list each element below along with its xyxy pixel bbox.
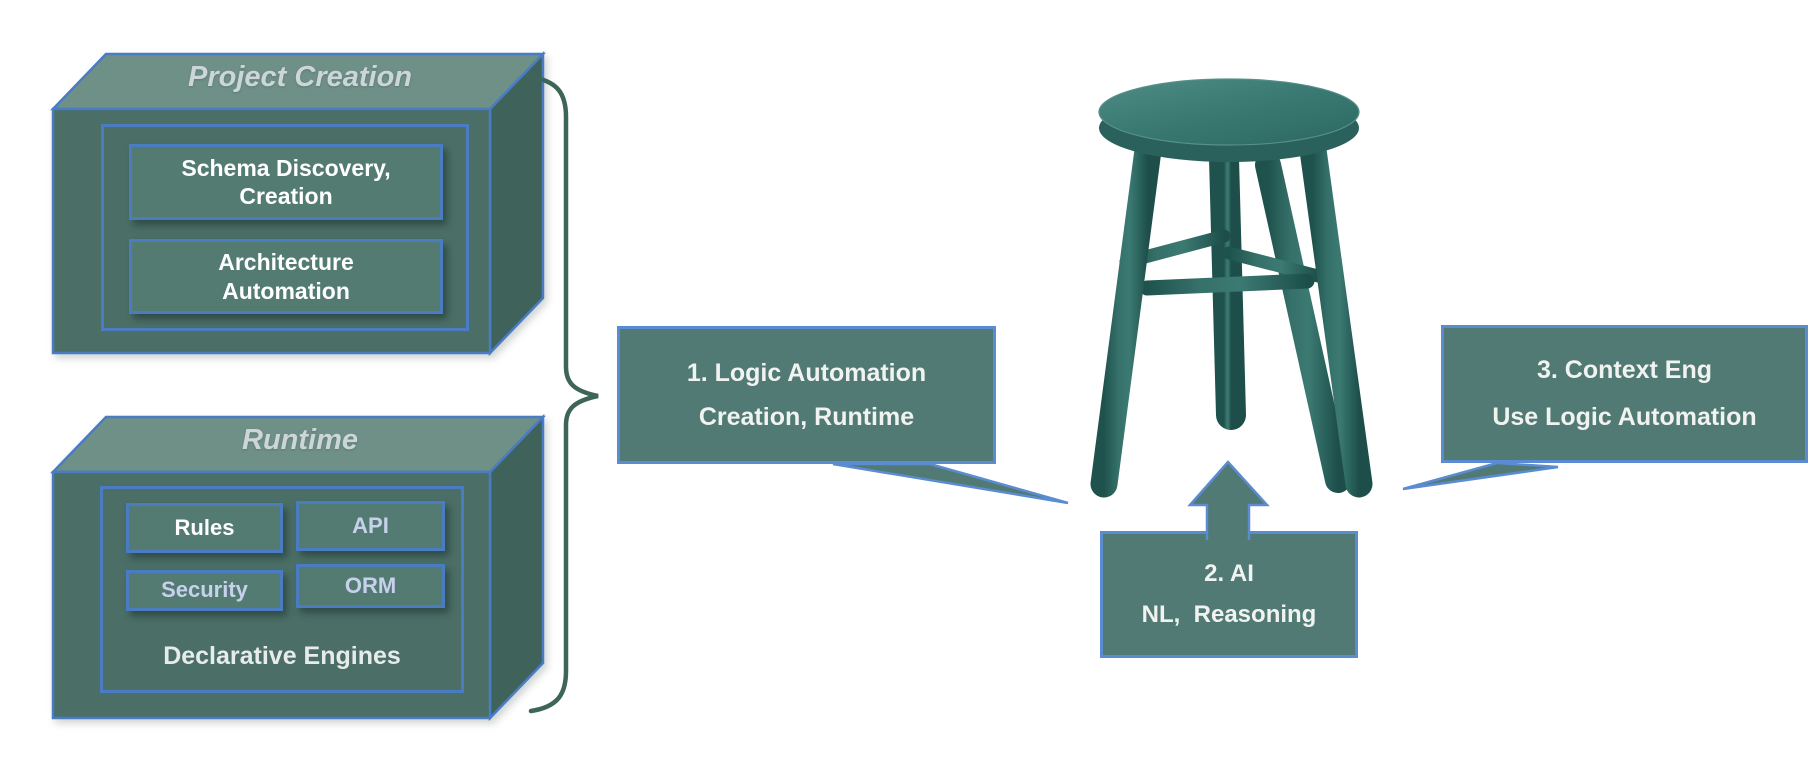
callout-2-line2: NL, Reasoning [1141, 601, 1317, 628]
architecture-line2: Automation [222, 277, 350, 304]
callout-1-line2: Creation, Runtime [698, 402, 915, 431]
callout-3-line1: 3. Context Eng [1536, 356, 1712, 384]
runtime-title: Runtime [242, 423, 358, 456]
security-cell: Security [126, 570, 283, 611]
stool-front-right-leg [1299, 136, 1373, 498]
right-curly-brace-icon [528, 74, 599, 714]
schema-discovery-cell: Schema Discovery, Creation [129, 144, 443, 220]
callout-logic-automation: 1. Logic Automation Creation, Runtime [617, 326, 996, 464]
callout-3-tail [1402, 461, 1559, 491]
stool-seat-top [1098, 78, 1360, 146]
stool-front-left-leg [1090, 136, 1162, 498]
orm-cell: ORM [296, 564, 445, 608]
three-legged-stool-image [1090, 78, 1373, 498]
stool-right-stretcher [1222, 246, 1325, 283]
stool-rear-right-leg [1255, 152, 1351, 493]
schema-discovery-line1: Schema Discovery, [181, 154, 391, 181]
project-creation-title: Project Creation [188, 60, 412, 93]
callout-ai: 2. AI NL, Reasoning [1100, 531, 1358, 658]
runtime-side-face [488, 413, 545, 722]
architecture-line1: Architecture [218, 249, 354, 276]
callout-1-tail [832, 462, 1069, 505]
callout-1-line1: 1. Logic Automation [686, 358, 927, 387]
schema-discovery-line2: Creation [239, 183, 333, 209]
callout-3-line2: Use Logic Automation [1492, 403, 1757, 431]
stool-front-stretcher [1139, 273, 1315, 296]
callout-context-eng: 3. Context Eng Use Logic Automation [1441, 325, 1808, 463]
api-cell: API [296, 501, 445, 551]
rules-cell: Rules [126, 503, 283, 553]
project-creation-inner-container [101, 124, 469, 331]
architecture-automation-cell: Architecture Automation [129, 239, 443, 314]
callout-2-line1: 2. AI [1204, 560, 1254, 587]
declarative-engines-label: Declarative Engines [163, 641, 401, 670]
runtime-inner-container [100, 486, 464, 693]
